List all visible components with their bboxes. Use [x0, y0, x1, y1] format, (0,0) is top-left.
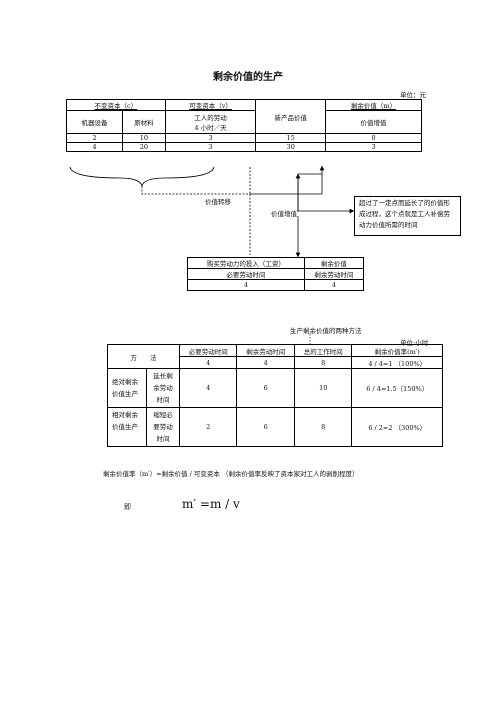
raw-material-header: 原材料	[122, 110, 166, 134]
ji-label: 即	[124, 503, 131, 511]
surplus-time-header: 剩余劳动时间	[303, 268, 365, 280]
value-transfer-label: 价值转移	[205, 196, 231, 206]
page-title: 剩余价值的生产	[213, 72, 283, 83]
methods-table: 方 法 必要劳动时间 剩余劳动时间 总的工作时间 剩余价值率(m′) 4 4 8…	[107, 344, 443, 447]
section2-title: 生产剩余价值的两种方法	[290, 327, 362, 335]
surplus-header: 剩余价值	[303, 257, 365, 269]
formula-symbolic: m′ =m / v	[182, 497, 240, 511]
formula-text: 剩余价值率（m′）=剩余价值 / 可变资本 （剩余价值率反映了资本家对工人的剥削…	[103, 470, 359, 478]
note-box: 超过了一定点而延长了的价值形成过程，这个点就是工人补偿劳动力价值所需的时间	[354, 196, 461, 236]
table-row: 绝对剩余价值生产 延长剩余劳动时间 4 6 10 6 / 4=1.5（150%）	[107, 368, 443, 408]
new-product-value-header: 新产品价值	[255, 99, 327, 134]
capital-table: 不变资本（c） 可变资本（v） 新产品价值 剩余价值（m） 机器设备 原材料 工…	[65, 99, 422, 152]
unit-label: 单位：元	[400, 91, 426, 99]
table-row: 相对剩余价值生产 缩短必要劳动时间 2 6 8 6 / 2=2 （300%）	[107, 407, 443, 447]
unit-label-2: 单位:小时	[400, 339, 429, 347]
labor-time-table: 购买劳动力的投入（工资） 剩余价值 必要劳动时间 剩余劳动时间 4 4	[187, 257, 365, 291]
necessary-time-header: 必要劳动时间	[187, 268, 305, 280]
value-increase-label: 价值增值	[271, 208, 297, 218]
method-header: 方 法	[107, 344, 180, 369]
wage-header: 购买劳动力的投入（工资）	[187, 257, 305, 269]
table-row: 4 20 3 30 3	[65, 142, 422, 152]
